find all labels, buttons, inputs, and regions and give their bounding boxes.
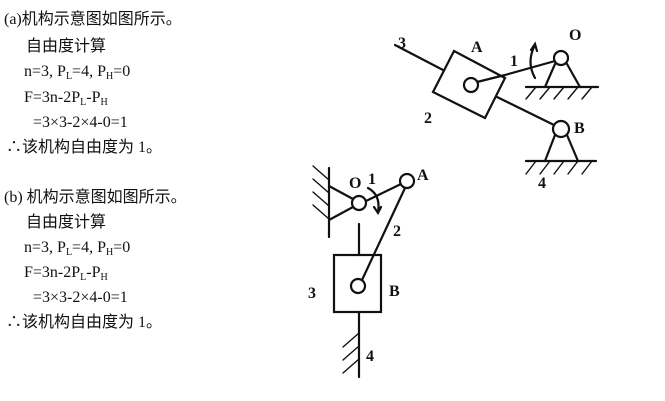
joint-b-pivot bbox=[551, 119, 571, 139]
label-a-link1: 1 bbox=[510, 53, 518, 70]
support-o-left bbox=[543, 62, 557, 89]
label-a-ground: 4 bbox=[538, 175, 546, 192]
label-a-link2: 2 bbox=[424, 110, 432, 127]
section-b-formula: F=3n-2PL-PH bbox=[24, 264, 108, 283]
support-o-upper bbox=[327, 184, 355, 201]
section-b-subheading: 自由度计算 bbox=[26, 214, 107, 231]
section-b-heading: (b) 机构示意图如图所示。 bbox=[4, 189, 187, 206]
joint-o-pivot bbox=[552, 49, 570, 67]
coupler-2 bbox=[360, 186, 407, 282]
label-b-link3: 3 bbox=[308, 285, 316, 302]
slider-block-3 bbox=[332, 253, 383, 314]
label-b-link2: 2 bbox=[393, 223, 401, 240]
label-b-ground: 4 bbox=[366, 348, 374, 365]
wall-hatch bbox=[312, 165, 330, 220]
joint-a-pin bbox=[462, 76, 480, 94]
support-b-left bbox=[543, 133, 557, 163]
label-a-joint-a: A bbox=[471, 39, 483, 56]
link-3-rod bbox=[393, 43, 445, 72]
section-a-calc: =3×3-2×4-0=1 bbox=[33, 114, 128, 131]
label-b-joint-a: A bbox=[417, 167, 429, 184]
section-a-params: n=3, PL=4, PH=0 bbox=[24, 63, 131, 82]
section-b-conclusion: ∴该机构自由度为 1。 bbox=[6, 314, 163, 331]
guide-hatch bbox=[342, 332, 360, 374]
link-1-crank bbox=[503, 59, 557, 77]
rotation-arrowhead-icon bbox=[372, 205, 383, 216]
joint-o-pivot bbox=[350, 194, 368, 212]
label-a-link3: 3 bbox=[398, 35, 406, 52]
section-a-conclusion: ∴该机构自由度为 1。 bbox=[6, 139, 163, 156]
support-b-right bbox=[565, 133, 580, 163]
rotation-arrow-icon bbox=[366, 186, 380, 214]
label-b-link1: 1 bbox=[368, 171, 376, 188]
label-a-joint-o: O bbox=[569, 27, 581, 44]
section-b-params: n=3, PL=4, PH=0 bbox=[24, 239, 131, 258]
support-o-lower bbox=[327, 205, 355, 222]
section-b-calc: =3×3-2×4-0=1 bbox=[33, 289, 128, 306]
crank-1 bbox=[364, 182, 403, 203]
joint-b-pin bbox=[349, 277, 367, 295]
ground-hatch-o bbox=[525, 86, 593, 100]
label-b-joint-b: B bbox=[389, 283, 400, 300]
label-a-joint-b: B bbox=[574, 120, 585, 137]
diagram-a bbox=[393, 41, 600, 175]
section-a-formula: F=3n-2PL-PH bbox=[24, 89, 108, 108]
label-b-joint-o: O bbox=[349, 175, 361, 192]
rotation-arrowhead-icon bbox=[529, 41, 539, 53]
link-1-inner bbox=[475, 73, 507, 84]
ground-hatch-b bbox=[525, 160, 593, 175]
support-o-right bbox=[565, 62, 582, 89]
section-a-heading: (a)机构示意图如图所示。 bbox=[4, 11, 182, 28]
joint-a-pin bbox=[398, 172, 416, 190]
diagram-b bbox=[312, 165, 416, 379]
link-3-to-b bbox=[495, 95, 556, 127]
section-a-subheading: 自由度计算 bbox=[26, 38, 107, 55]
